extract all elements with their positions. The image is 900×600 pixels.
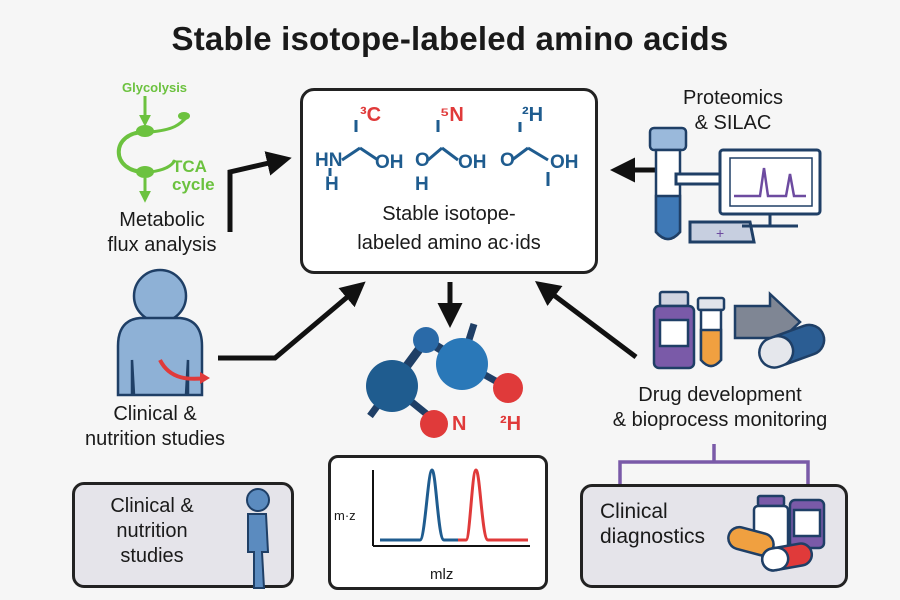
drug-line2: & bioprocess monitoring	[612, 409, 828, 431]
plus-icon: +	[716, 225, 724, 241]
central-label-line2: labeled amino ac·ids	[357, 232, 541, 254]
drug-line1: Drug development	[638, 384, 802, 406]
spectrum-x-label: mlz	[430, 566, 454, 583]
clinical-panel-line2: nutrition	[116, 520, 188, 542]
diagnostic-pills-icon	[727, 494, 826, 572]
metabolic-cycle-icon	[116, 96, 190, 203]
drug-development-label: Drug development & bioprocess monitoring	[585, 383, 855, 433]
molecule1-oh: OH	[375, 152, 404, 173]
glycolysis-label: Glycolysis	[122, 80, 188, 95]
human-figure-icon	[116, 268, 204, 397]
metabolic-line1: Metabolic	[119, 209, 205, 231]
central-molecule-bonds	[328, 120, 550, 186]
isotope-h2-label: ²H	[522, 104, 544, 126]
proteomics-line1: Proteomics	[682, 87, 784, 109]
digestion-arrowhead-icon	[200, 372, 210, 384]
molecule1-h: H	[325, 174, 339, 195]
molecule1-hn: HN	[315, 150, 343, 171]
molecule3-oh: OH	[550, 152, 579, 173]
mass-spectrum-plot	[372, 468, 530, 547]
clinical-line2: nutrition studies	[84, 428, 226, 450]
sample-tube-icon	[696, 296, 726, 368]
spectrum-y-label: m·z	[334, 508, 356, 523]
tca-label-line1: TCA	[172, 157, 207, 176]
test-tube-icon	[648, 126, 688, 241]
molecule2-oh: OH	[458, 152, 487, 173]
metabolic-flux-label: Metabolic flux analysis	[100, 208, 224, 258]
central-concept-label: Stable isotope- labeled amino ac·ids	[300, 200, 598, 258]
metabolic-line2: flux analysis	[107, 234, 217, 256]
molecule-label-n: N	[452, 413, 467, 435]
spectrum-peak-labeled	[458, 468, 528, 542]
diagnostics-line2: diagnostics	[600, 525, 706, 548]
isotope-c13-label: ³C	[360, 104, 382, 126]
flow-arrows	[218, 151, 660, 361]
capsule-icon	[758, 323, 826, 369]
arrow-metabolic-to-center	[227, 151, 292, 232]
proteomics-line2: & SILAC	[694, 112, 772, 134]
molecule3-o: O	[500, 150, 515, 171]
labeled-molecule-icon	[366, 322, 523, 438]
proteomics-label: Proteomics & SILAC	[670, 86, 796, 136]
drug-vial-icon	[652, 290, 696, 370]
molecule2-o: O	[415, 150, 430, 171]
clinical-line1: Clinical &	[113, 403, 197, 425]
monitor-icon	[674, 148, 822, 244]
molecule2-h: H	[415, 174, 429, 195]
page-title: Stable isotope-labeled amino acids	[171, 20, 729, 57]
arrow-clinical-to-center	[218, 281, 366, 361]
diagnostics-label: Clinical diagnostics	[600, 499, 705, 549]
diagnostics-bracket	[618, 460, 810, 484]
arrow-drug-to-center	[535, 280, 638, 359]
clinical-panel-label: Clinical & nutrition studies	[92, 494, 212, 569]
isotope-n15-label: ⁵N	[440, 104, 464, 126]
clinical-nutrition-label: Clinical & nutrition studies	[70, 402, 240, 452]
walking-person-icon	[246, 488, 270, 589]
tca-cycle-label: TCA cycle	[172, 158, 215, 194]
central-label-line1: Stable isotope-	[382, 203, 516, 225]
tca-label-line2: cycle	[172, 175, 215, 194]
diagnostics-line1: Clinical	[600, 500, 668, 523]
clinical-panel-line3: studies	[120, 545, 184, 567]
molecule-label-h2: ²H	[500, 413, 522, 435]
spectrum-peak-unlabeled	[380, 468, 458, 542]
clinical-panel-line1: Clinical &	[110, 495, 194, 517]
